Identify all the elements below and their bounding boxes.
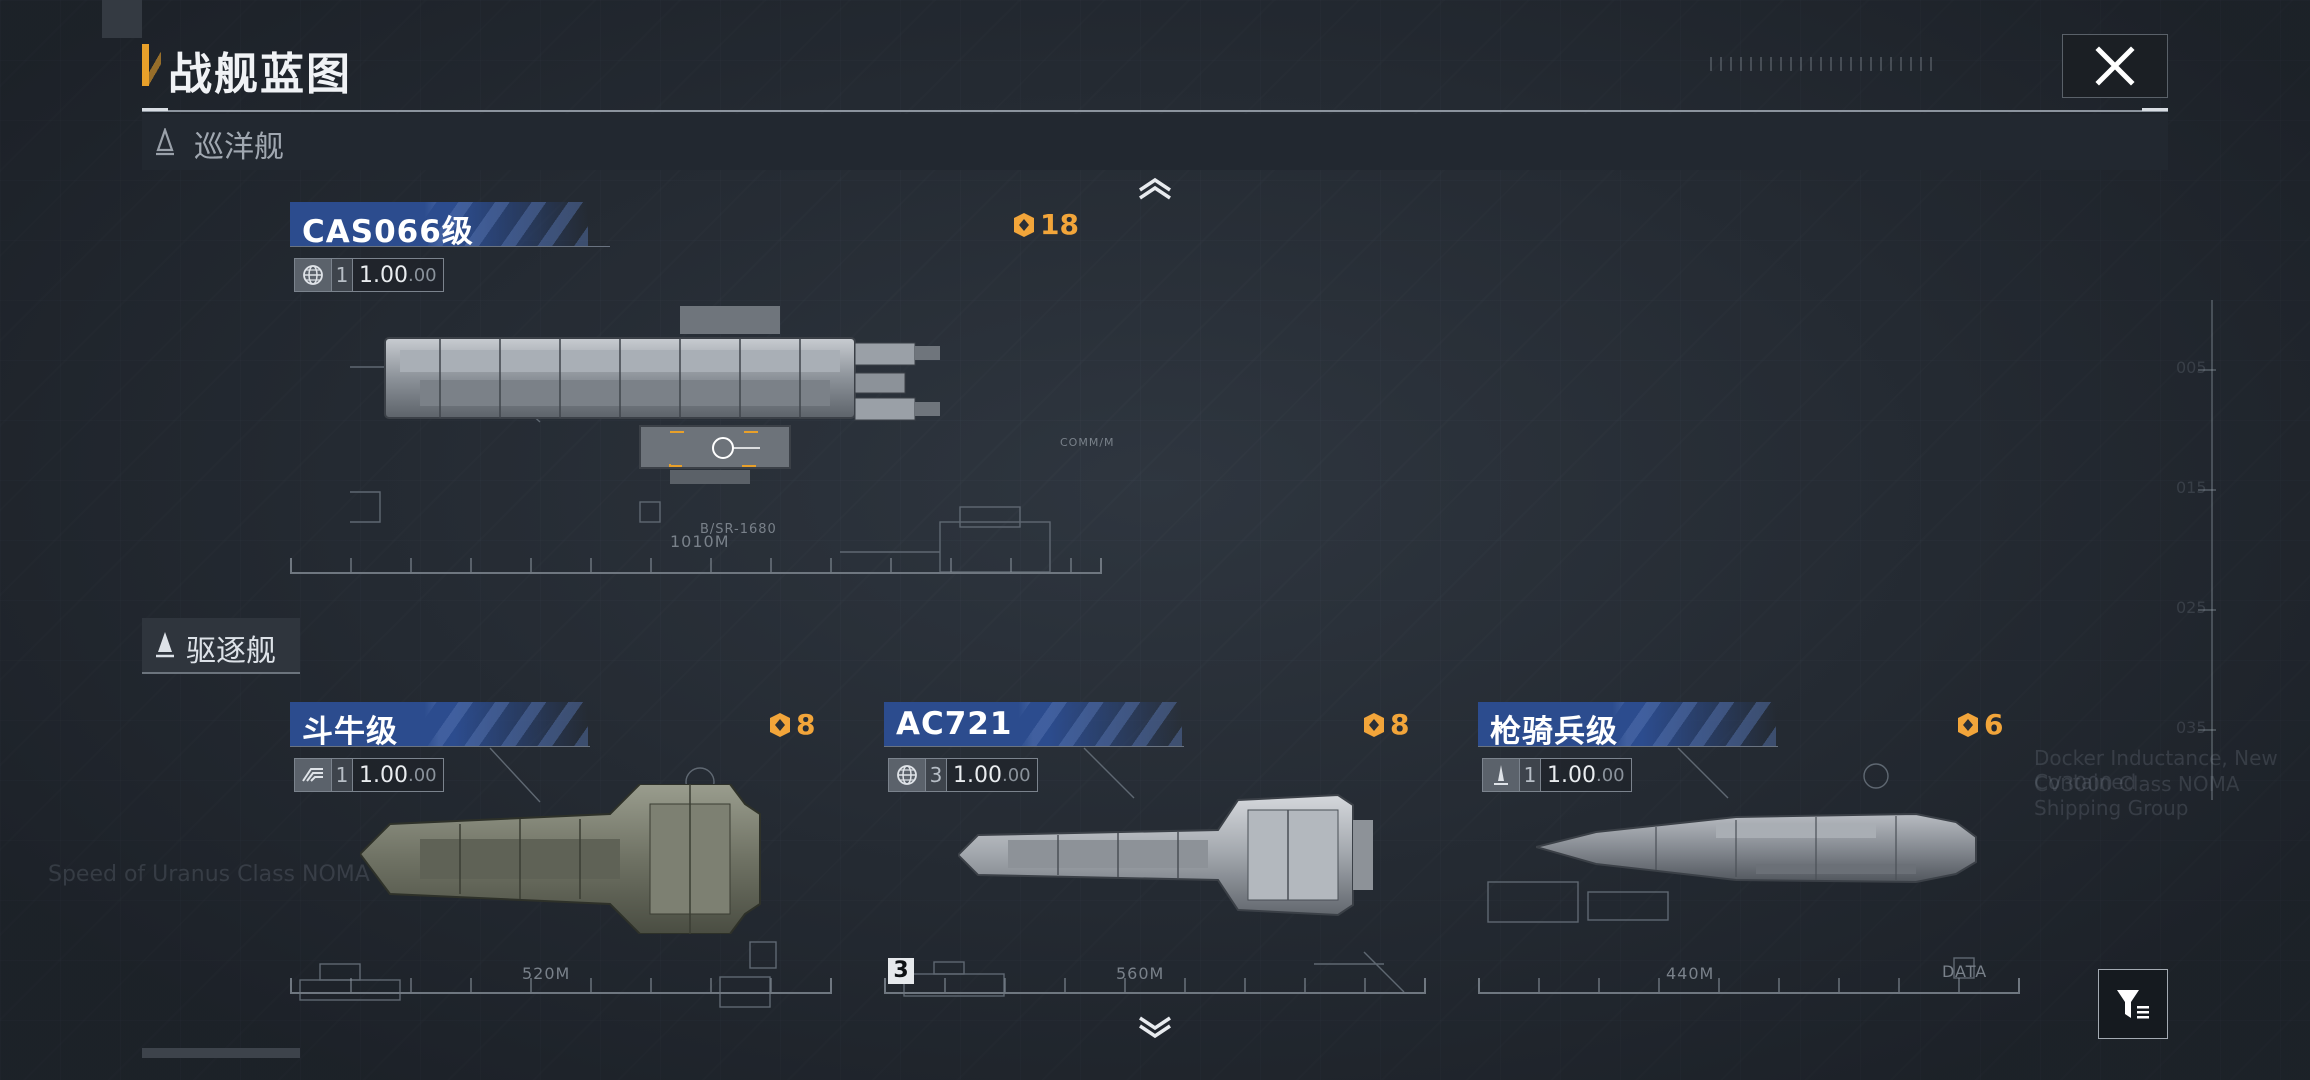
scale-label: 035	[2176, 718, 2207, 737]
ship-name: 枪骑兵级	[1490, 714, 1618, 750]
data-tag: DATA	[1942, 962, 1988, 981]
ship-card-ac721[interactable]: AC721 3 1.00.00 8 3 560M	[884, 702, 1694, 1032]
corner-decoration	[102, 0, 142, 38]
ship-name: AC721	[896, 706, 1013, 742]
ship-length: 520M	[522, 964, 571, 983]
name-underline	[290, 746, 590, 747]
lancer-icon	[1483, 759, 1519, 791]
ship-length: 1010M	[670, 532, 730, 551]
ship-name-band	[884, 702, 1182, 746]
title-accent-bar	[142, 44, 161, 86]
section-label-cruiser: 巡洋舰	[194, 130, 284, 165]
scale-label: 015	[2176, 478, 2207, 497]
background-caption-right-2: CV3000 Class NOMA Shipping Group	[2034, 772, 2240, 820]
callout-label: B/SR-1680	[700, 522, 777, 537]
blueprint-count: 6	[1954, 708, 2003, 741]
ship-value: 1.00.00	[1547, 762, 1625, 788]
ship-name-band	[1478, 702, 1776, 746]
ship-tier: 1	[331, 259, 353, 291]
blueprint-token-icon	[1958, 712, 1978, 737]
ship-name-band	[290, 702, 588, 746]
scroll-up-icon[interactable]	[1136, 176, 1174, 200]
ship-value: 1.00.00	[359, 262, 437, 288]
ship-value: 1.00.00	[359, 762, 437, 788]
length-ruler	[884, 978, 1426, 994]
filter-icon	[2117, 990, 2149, 1019]
ship-tier: 1	[331, 759, 353, 791]
length-ruler	[290, 978, 832, 994]
page-title: 战舰蓝图	[168, 49, 352, 100]
ship-tier: 3	[925, 759, 947, 791]
blueprint-count: 8	[1360, 708, 1409, 741]
ship-length: 560M	[1116, 964, 1165, 983]
ship-tier: 1	[1519, 759, 1541, 791]
scale-label: 005	[2176, 358, 2207, 377]
globe-icon	[295, 259, 331, 291]
speed-icon	[295, 759, 331, 791]
ship-image-bull	[360, 784, 761, 934]
blueprint-count: 18	[1010, 208, 1079, 241]
ship-card-lancer[interactable]: 枪骑兵级 1 1.00.00 6 440M DATA	[1478, 702, 2288, 1032]
section-label-destroyer: 驱逐舰	[186, 634, 276, 669]
header-tick-decoration	[1710, 57, 1940, 71]
cruiser-icon	[156, 128, 174, 156]
right-scale-decoration	[2198, 300, 2216, 800]
name-underline	[1478, 746, 1778, 747]
name-underline	[290, 246, 610, 247]
ship-name-band	[290, 202, 588, 246]
ship-card-bull[interactable]: 斗牛级 1 1.00.00 8 520M	[290, 702, 1100, 1032]
ship-length: 440M	[1666, 964, 1715, 983]
ship-stat-box: 1 1.00.00	[294, 758, 444, 792]
length-ruler	[290, 558, 1102, 574]
blueprint-token-icon	[1014, 212, 1034, 237]
blueprint-count: 8	[766, 708, 815, 741]
close-button[interactable]	[2062, 34, 2168, 98]
ship-blueprint-lines	[1487, 747, 1975, 979]
background-caption-right-1: Docker Inductance, New Contained	[2034, 746, 2278, 794]
scale-label: 025	[2176, 598, 2207, 617]
header-divider	[142, 108, 2168, 112]
blueprint-token-icon	[770, 712, 790, 737]
scroll-down-icon[interactable]	[1136, 1016, 1174, 1040]
ship-image-lancer	[1536, 812, 1977, 884]
length-ruler	[1478, 978, 2020, 994]
section-footer-bar	[142, 1048, 300, 1058]
ship-card-cas066[interactable]: CAS066级 1 1.00.00 18	[290, 202, 1114, 574]
ship-stat-box: 1 1.00.00	[1482, 758, 1632, 792]
ship-stat-box: 3 1.00.00	[888, 758, 1038, 792]
globe-icon	[889, 759, 925, 791]
callout-label: COMM/M	[1060, 436, 1115, 449]
ship-stat-box: 1 1.00.00	[294, 258, 444, 292]
destroyer-icon	[156, 632, 174, 658]
ship-name: CAS066级	[302, 214, 474, 250]
ship-name: 斗牛级	[302, 714, 398, 750]
blueprint-token-icon	[1364, 712, 1384, 737]
ship-image-cas066	[384, 306, 940, 484]
name-underline	[884, 746, 1184, 747]
ship-value: 1.00.00	[953, 762, 1031, 788]
ship-image-ac721	[958, 793, 1373, 917]
filter-button[interactable]	[2098, 969, 2168, 1039]
section-header-cruiser[interactable]	[142, 114, 2168, 170]
close-icon	[2095, 46, 2135, 86]
